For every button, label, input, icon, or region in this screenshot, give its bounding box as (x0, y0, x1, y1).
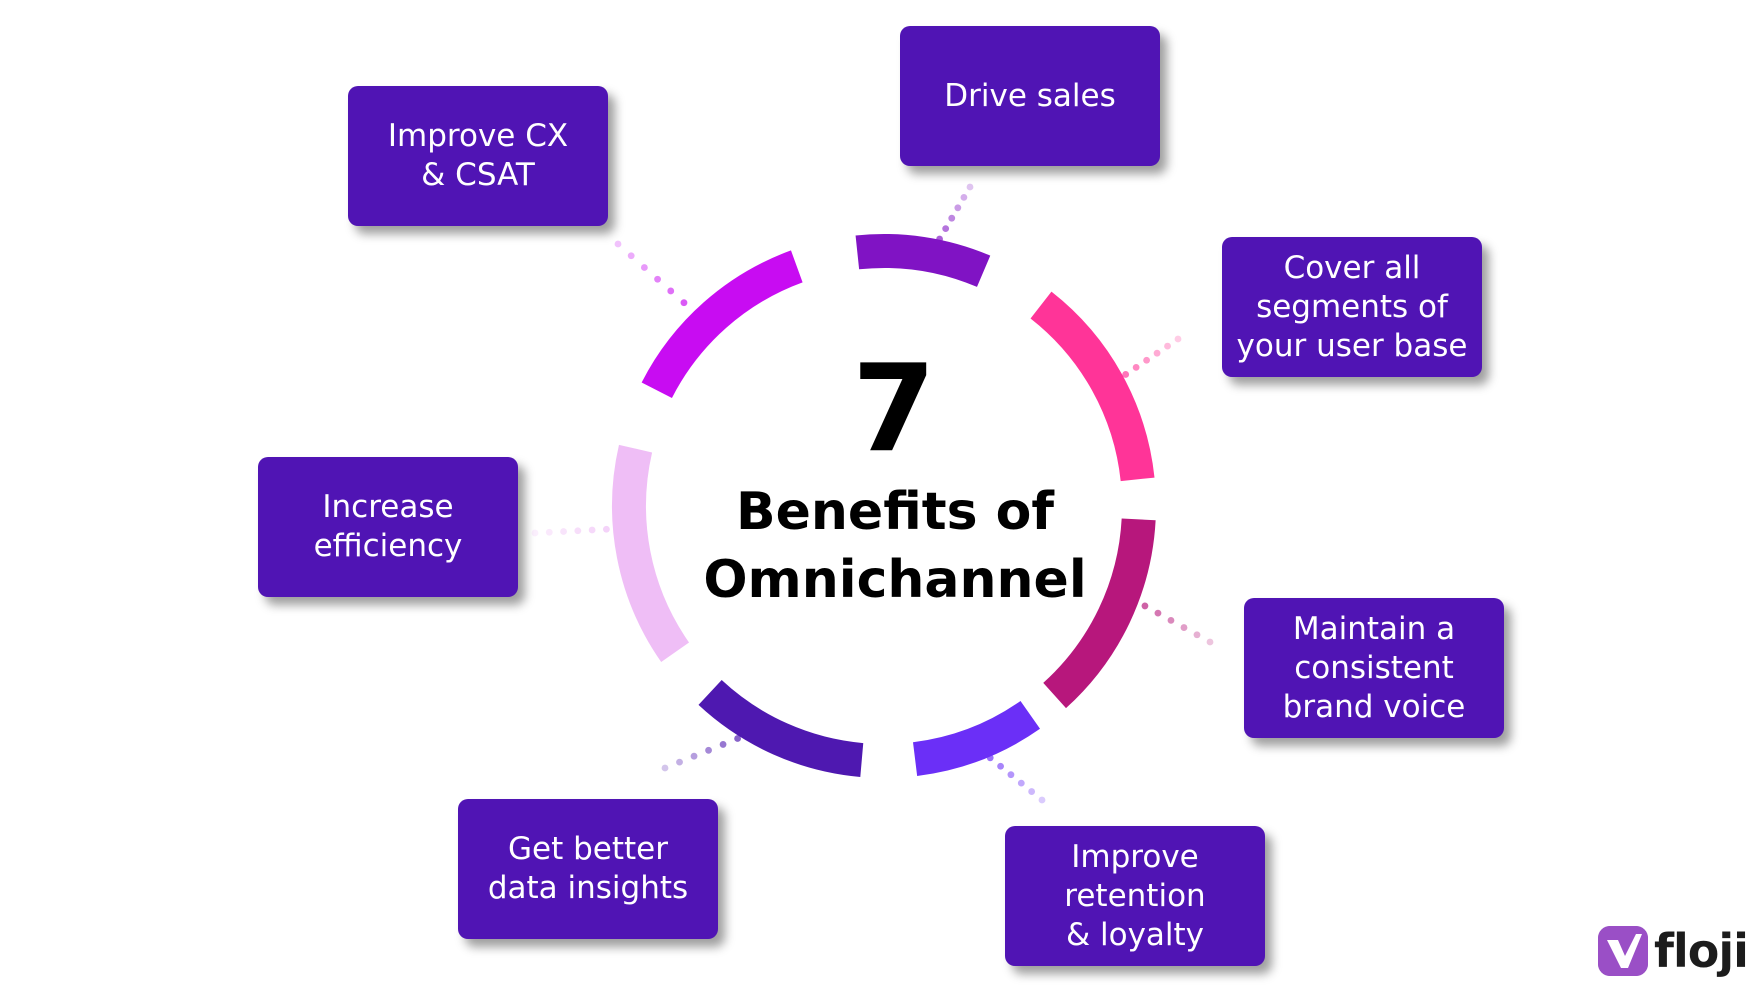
connector-dot-data-insights (690, 752, 698, 760)
connector-dot-efficiency (602, 525, 610, 533)
connector-dot-data-insights (719, 741, 727, 748)
benefit-box-retention: Improve retention & loyalty (1005, 826, 1265, 966)
connector-dot-retention (997, 762, 1004, 770)
page-title: Benefits of Omnichannel (703, 482, 1087, 610)
connector-dot-brand-voice (1141, 602, 1149, 610)
connector-dot-brand-voice (1180, 624, 1188, 631)
connector-dot-data-insights (676, 758, 683, 766)
benefit-box-improve-cx: Improve CX & CSAT (348, 86, 608, 226)
connector-dot-retention (1038, 796, 1046, 804)
connector-dot-drive-sales (960, 193, 968, 201)
ring-arc-retention (912, 700, 1041, 776)
connector-dot-drive-sales (966, 183, 974, 191)
connector-dot-data-insights (661, 764, 669, 772)
connector-dot-efficiency (574, 527, 582, 535)
connector-dot-efficiency (588, 526, 596, 534)
connector-dot-data-insights (705, 746, 712, 754)
connector-dots (531, 183, 1214, 804)
floji-logo-icon (1598, 926, 1648, 976)
connector-dot-retention (1017, 779, 1025, 787)
benefit-box-efficiency: Increase efficiency (258, 457, 518, 597)
connector-dot-data-insights (734, 735, 741, 742)
connector-dot-cover-segments (1132, 363, 1140, 371)
connector-dot-brand-voice (1154, 609, 1162, 617)
connector-dot-brand-voice (1167, 616, 1175, 624)
connector-dot-cover-segments (1122, 371, 1130, 378)
ring-arcs (612, 234, 1156, 777)
connector-dot-retention (1007, 771, 1015, 779)
connector-dot-brand-voice (1206, 638, 1214, 646)
ring-arc-improve-cx (641, 250, 803, 399)
connector-dot-brand-voice (1193, 631, 1201, 639)
connector-dot-retention (1028, 788, 1036, 795)
connector-dot-improve-cx (640, 264, 648, 271)
benefit-box-cover-segments: Cover all segments of your user base (1222, 237, 1482, 377)
connector-dot-improve-cx (680, 299, 688, 307)
benefit-box-data-insights: Get better data insights (458, 799, 718, 939)
ring-arc-efficiency (612, 444, 690, 663)
connector-dot-improve-cx (654, 275, 661, 283)
connector-dot-drive-sales (954, 204, 962, 212)
benefit-count: 7 (852, 340, 936, 479)
floji-logo-text: floji (1654, 924, 1749, 978)
connector-dot-cover-segments (1174, 335, 1182, 343)
connector-dot-improve-cx (614, 240, 622, 248)
floji-logo: floji (1598, 924, 1749, 978)
ring-arc-brand-voice (1043, 518, 1156, 709)
ring-arc-data-insights (698, 679, 864, 777)
benefit-box-brand-voice: Maintain a consistent brand voice (1244, 598, 1504, 738)
connector-dot-drive-sales (948, 214, 956, 222)
connector-dot-efficiency (560, 528, 567, 535)
connector-dot-efficiency (545, 528, 553, 536)
connector-dot-drive-sales (942, 225, 950, 232)
connector-dot-cover-segments (1164, 342, 1171, 350)
connector-dot-cover-segments (1143, 356, 1151, 364)
ring-arc-cover-segments (1030, 291, 1155, 482)
connector-dot-cover-segments (1153, 349, 1161, 357)
benefit-box-drive-sales: Drive sales (900, 26, 1160, 166)
connector-dot-improve-cx (667, 287, 675, 295)
connector-dot-improve-cx (627, 252, 635, 260)
ring-arc-drive-sales (855, 234, 991, 288)
connector-dot-efficiency (531, 529, 539, 537)
